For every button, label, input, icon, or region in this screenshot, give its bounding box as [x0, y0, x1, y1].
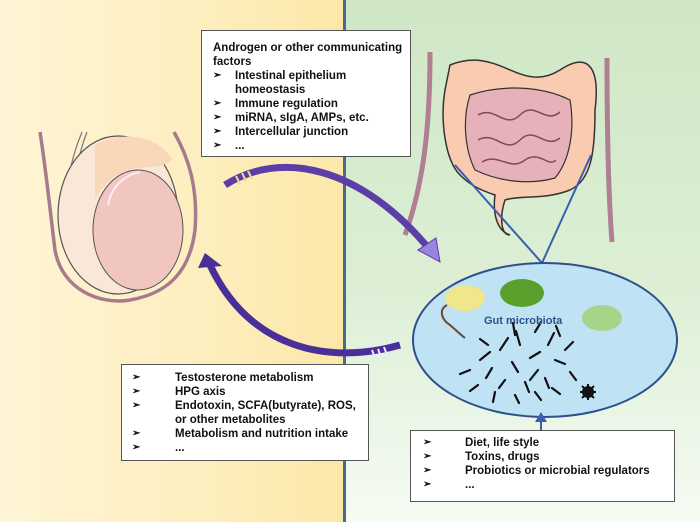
scrotum-outline — [38, 131, 198, 303]
list-item: ➢... — [423, 479, 475, 491]
intestine-illustration — [442, 59, 597, 236]
arrow-bullet-icon: ➢ — [423, 479, 432, 490]
zoom-line-left — [454, 164, 543, 264]
gut-to-testis-factors-box: ➢Testosterone metabolism ➢HPG axis ➢Endo… — [121, 364, 369, 461]
zoom-line-right — [541, 154, 592, 264]
epididymis — [95, 136, 172, 200]
arrow-bullet-icon: ➢ — [213, 140, 222, 151]
abdominal-wall-right — [604, 57, 615, 243]
arrow-bullet-icon: ➢ — [213, 70, 222, 81]
arrow-bullet-icon: ➢ — [423, 451, 432, 462]
list-item: ➢Intercellular junction — [213, 126, 349, 138]
testis-body — [92, 169, 184, 291]
gut-microbiota-label: Gut microbiota — [484, 315, 563, 327]
arrow-gut-to-testis — [198, 253, 401, 359]
list-item: ➢Toxins, drugs — [423, 451, 540, 463]
list-item: ➢... — [132, 442, 185, 454]
arrow-bullet-icon: ➢ — [213, 112, 222, 123]
microbiota-influences-box: ➢Diet, life style ➢Toxins, drugs ➢Probio… — [410, 430, 675, 502]
arrow-bullet-icon: ➢ — [132, 400, 141, 411]
factor-list: ➢Testosterone metabolism ➢HPG axis ➢Endo… — [132, 371, 362, 455]
arrow-testis-to-gut — [223, 164, 441, 263]
arrow-bullet-icon: ➢ — [213, 98, 222, 109]
list-item: ➢Endotoxin, SCFA(butyrate), ROS, or othe… — [132, 400, 356, 426]
panel-divider — [343, 0, 346, 522]
list-item: ➢... — [213, 140, 245, 152]
factor-list: ➢Diet, life style ➢Toxins, drugs ➢Probio… — [423, 436, 668, 492]
list-item: ➢Immune regulation — [213, 98, 338, 110]
arrow-bullet-icon: ➢ — [132, 372, 141, 383]
list-item: ➢HPG axis — [132, 386, 226, 398]
arrow-bullet-icon: ➢ — [213, 126, 222, 137]
microbiota-ellipse — [412, 262, 678, 418]
bacteria-cluster — [458, 320, 578, 405]
arrow-bullet-icon: ➢ — [132, 386, 141, 397]
testis-illustration — [38, 131, 198, 303]
bacterium-dark-green — [500, 279, 544, 307]
list-item: ➢Probiotics or microbial regulators — [423, 465, 650, 477]
arrow-bullet-icon: ➢ — [132, 428, 141, 439]
flagellum — [440, 304, 466, 339]
list-item: ➢Diet, life style — [423, 437, 540, 449]
small-intestine — [464, 87, 573, 183]
arrow-bullet-icon: ➢ — [423, 465, 432, 476]
abdominal-wall-left — [402, 51, 433, 236]
bacterium-star — [580, 384, 596, 400]
factor-list: ➢Intestinal epithelium homeostasis ➢Immu… — [213, 69, 404, 153]
list-item: ➢Metabolism and nutrition intake — [132, 428, 349, 440]
arrow-bullet-icon: ➢ — [132, 442, 141, 453]
box-title: Androgen or other communicating factors — [213, 42, 403, 68]
list-item: ➢Testosterone metabolism — [132, 372, 314, 384]
androgen-factors-box: Androgen or other communicating factors … — [201, 30, 411, 157]
list-item: ➢miRNA, sIgA, AMPs, etc. — [213, 112, 369, 124]
arrow-bullet-icon: ➢ — [423, 437, 432, 448]
influence-arrow-head — [535, 412, 547, 422]
list-item: ➢Intestinal epithelium homeostasis — [213, 70, 347, 96]
bacterium-yellow — [445, 285, 485, 311]
bacterium-light-green — [582, 305, 622, 331]
